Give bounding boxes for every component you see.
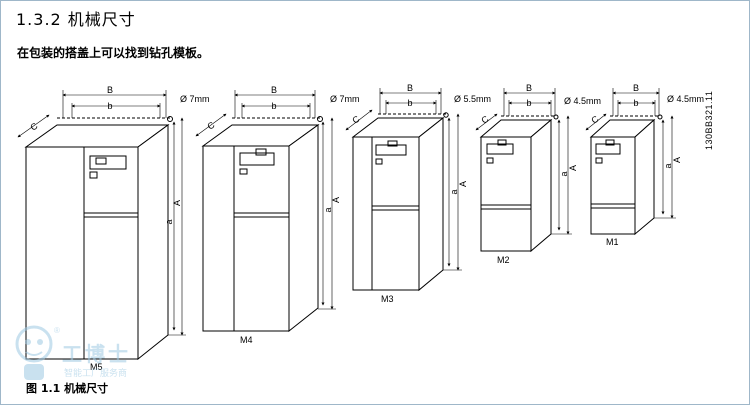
unit-m1 xyxy=(585,88,676,236)
m1-label-C: C xyxy=(589,113,600,125)
watermark-brand: 工博士 xyxy=(62,342,131,366)
watermark-subtitle: 智能工厂服务商 xyxy=(64,369,128,379)
m5-name: M5 xyxy=(90,362,103,372)
m5-hole: Ø 7mm xyxy=(180,94,210,104)
m3-hole: Ø 5.5mm xyxy=(454,94,491,104)
intro-text: 在包装的搭盖上可以找到钻孔模板。 xyxy=(17,46,210,60)
figure-caption: 图 1.1 机械尺寸 xyxy=(26,382,109,395)
robot-mascot-icon xyxy=(15,325,53,380)
m3-label-C: C xyxy=(350,113,361,125)
m5-label-a: a xyxy=(164,219,174,224)
m5-label-A: A xyxy=(172,200,182,206)
m3-label-a: a xyxy=(449,189,459,194)
m3-label-B: B xyxy=(407,83,413,93)
m1-hole: Ø 4.5mm xyxy=(667,94,704,104)
m1-label-A: A xyxy=(672,157,682,163)
m5-label-b: b xyxy=(107,101,112,111)
unit-m2 xyxy=(475,88,572,253)
m2-hole: Ø 4.5mm xyxy=(564,96,601,106)
m5-label-C: C xyxy=(28,120,39,132)
m2-label-b: b xyxy=(526,98,531,108)
unit-m5 xyxy=(17,90,186,361)
m1-name: M1 xyxy=(606,237,619,247)
registered-mark: ® xyxy=(54,326,60,335)
m1-label-a: a xyxy=(663,163,673,168)
m3-name: M3 xyxy=(381,294,394,304)
m2-label-A: A xyxy=(568,165,578,171)
m4-label-b: b xyxy=(271,101,276,111)
m3-label-b: b xyxy=(407,98,412,108)
m3-label-A: A xyxy=(458,181,468,187)
m2-label-C: C xyxy=(479,113,490,125)
m2-label-B: B xyxy=(526,83,532,93)
watermark: ® 工博士 智能工厂服务商 xyxy=(10,320,170,390)
unit-m4 xyxy=(195,90,336,333)
m5-label-B: B xyxy=(107,85,113,95)
section-title: 1.3.2 机械尺寸 xyxy=(16,10,136,29)
m1-label-B: B xyxy=(633,83,639,93)
m2-name: M2 xyxy=(497,255,510,265)
m1-label-b: b xyxy=(633,98,638,108)
m4-label-a: a xyxy=(323,207,333,212)
m4-label-A: A xyxy=(331,197,341,203)
document-number: 130BB321.11 xyxy=(704,90,714,150)
m4-label-B: B xyxy=(271,85,277,95)
m2-label-a: a xyxy=(559,171,569,176)
m4-hole: Ø 7mm xyxy=(330,94,360,104)
m4-label-C: C xyxy=(205,119,216,131)
m4-name: M4 xyxy=(240,335,253,345)
unit-m3 xyxy=(345,88,462,292)
